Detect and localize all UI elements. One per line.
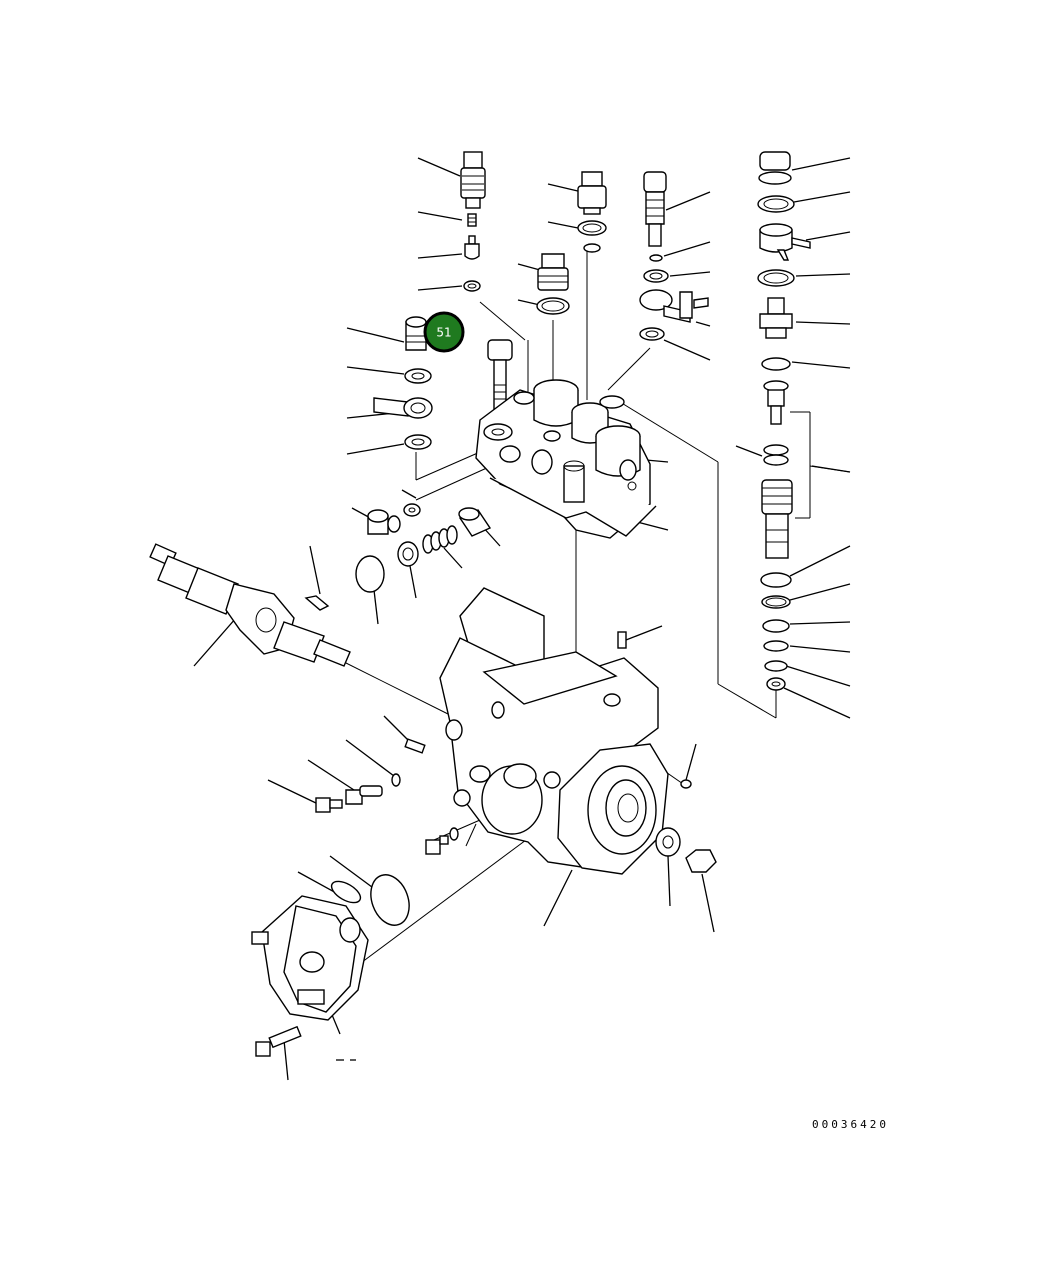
distributor-head [475, 379, 657, 539]
drive-shaft [149, 543, 351, 667]
top-right-valve [639, 171, 709, 341]
seal-and-nut [655, 827, 717, 873]
delivery-valve-stack-left [460, 151, 486, 292]
callout-badge[interactable] [423, 311, 465, 353]
plugs-and-springs [355, 503, 492, 593]
drawing-number: 00036420 [812, 1118, 889, 1131]
small-bolts [315, 738, 459, 855]
banjo-fittings-left [373, 316, 433, 450]
callout-label: 51 [436, 326, 451, 340]
callout-51[interactable]: 51 [423, 311, 465, 353]
top-middle-fittings [536, 171, 607, 315]
governor-cover [251, 874, 410, 1057]
right-column-stack [757, 151, 811, 691]
long-bolt [487, 339, 513, 411]
pump-housing [439, 587, 692, 875]
